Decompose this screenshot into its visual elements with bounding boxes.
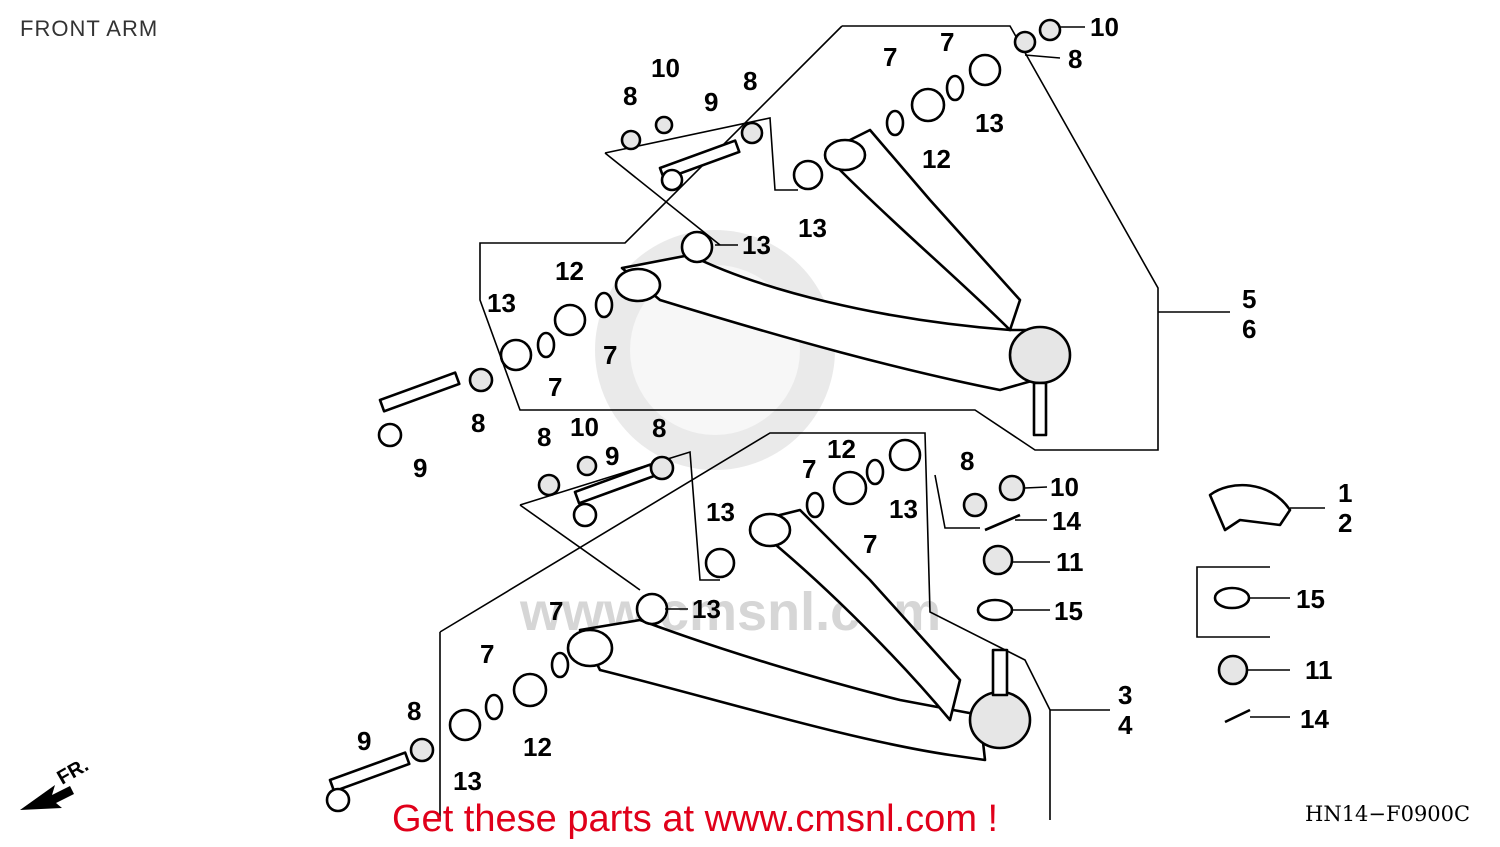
callout: 13 — [742, 230, 771, 260]
callout: 11 — [1305, 655, 1333, 685]
callout: 10 — [1090, 12, 1119, 42]
callout: 14 — [1300, 704, 1329, 734]
callout: 13 — [889, 494, 918, 524]
callout: 13 — [798, 213, 827, 243]
callout: 13 — [487, 288, 516, 318]
callout: 15 — [1054, 596, 1083, 626]
leader-lines — [665, 26, 1325, 718]
callout: 8 — [1068, 44, 1082, 74]
callout: 9 — [357, 726, 371, 756]
bolt — [325, 751, 411, 813]
callout: 9 — [413, 453, 427, 483]
callout: 12 — [555, 256, 584, 286]
callout: 8 — [537, 422, 551, 452]
callout: 15 — [1296, 584, 1325, 614]
callout: 8 — [623, 81, 637, 111]
callout: 7 — [549, 596, 563, 626]
lower-arm — [566, 508, 1032, 762]
callout: 12 — [827, 434, 856, 464]
callout: 7 — [863, 529, 877, 559]
diagram-code: HN14−F0900C — [1305, 802, 1471, 826]
callout: 10 — [1050, 472, 1079, 502]
callout: 7 — [603, 340, 617, 370]
front-direction-arrow-icon: FR. — [20, 754, 92, 810]
upper-arm-bracket — [479, 25, 1230, 451]
callout: 14 — [1052, 506, 1081, 536]
callout: 8 — [407, 696, 421, 726]
callout: 13 — [975, 108, 1004, 138]
callout: 12 — [523, 732, 552, 762]
callout: 3 — [1118, 680, 1132, 710]
callout: 11 — [1056, 547, 1084, 577]
callout: 8 — [743, 66, 757, 96]
callout: 9 — [605, 441, 619, 471]
callout: 12 — [922, 144, 951, 174]
callout: 7 — [940, 27, 954, 57]
direction-label: FR. — [54, 754, 93, 789]
bolt — [658, 139, 741, 192]
diagram-title: FRONT ARM — [20, 16, 159, 41]
callout: 8 — [960, 446, 974, 476]
promo-link[interactable]: Get these parts at www.cmsnl.com ! — [392, 798, 999, 840]
callout: 6 — [1242, 314, 1256, 344]
callout: 9 — [704, 87, 718, 117]
callout: 7 — [548, 372, 562, 402]
callout: 7 — [883, 42, 897, 72]
callout-labels: 10 8 7 7 13 12 8 10 9 8 13 13 12 13 7 7 … — [357, 12, 1352, 796]
bolt — [377, 371, 461, 448]
callout: 10 — [651, 53, 680, 83]
callout: 13 — [692, 594, 721, 624]
callout: 8 — [471, 408, 485, 438]
callout: 7 — [480, 639, 494, 669]
upper-arm — [614, 128, 1072, 437]
callout: 2 — [1338, 508, 1352, 538]
callout: 13 — [453, 766, 482, 796]
callout: 4 — [1118, 710, 1133, 740]
hardware — [325, 18, 1292, 813]
callout: 1 — [1338, 478, 1352, 508]
callout: 5 — [1242, 284, 1256, 314]
callout: 7 — [802, 454, 816, 484]
callout: 13 — [706, 497, 735, 527]
callout: 8 — [652, 413, 666, 443]
lower-arm-bracket — [439, 432, 1110, 820]
callout: 10 — [570, 412, 599, 442]
